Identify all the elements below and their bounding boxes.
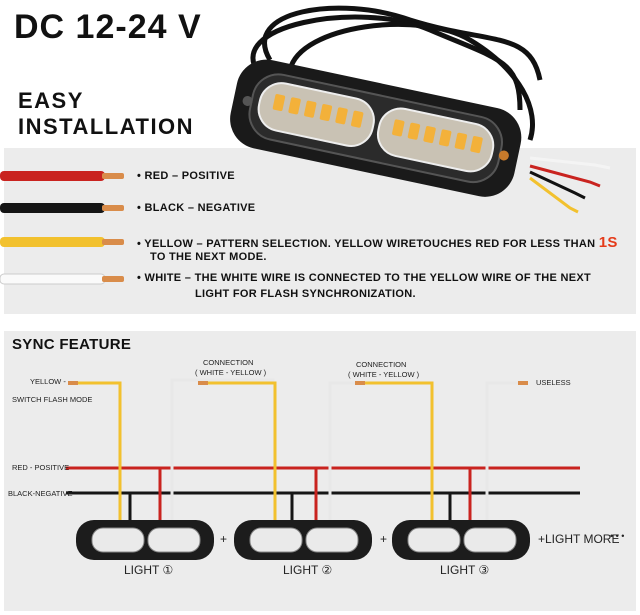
connection-sub-1: ( WHITE - YELLOW ) <box>195 368 267 377</box>
connection-label-2: CONNECTION <box>356 360 407 369</box>
connection-sub-2: ( WHITE - YELLOW ) <box>348 370 420 379</box>
black-wire-icon <box>0 203 105 213</box>
wire-white-cont: LIGHT FOR FLASH SYNCHRONIZATION. <box>195 288 416 300</box>
plus-sign-2: + <box>380 532 388 546</box>
yellow-label: YELLOW - <box>30 377 66 386</box>
connection-label-1: CONNECTION <box>203 358 254 367</box>
accent-1s: 1S <box>598 234 618 251</box>
switch-flash-label: SWITCH FLASH MODE <box>12 395 93 404</box>
wire-black-label: • BLACK – NEGATIVE <box>137 202 256 214</box>
useless-label: USELESS <box>536 378 571 387</box>
wire-yellow-label: • YELLOW – PATTERN SELECTION. YELLOW WIR… <box>137 234 627 251</box>
wire-yellow-cont: TO THE NEXT MODE. <box>150 251 267 263</box>
wire-yellow-text: • YELLOW – PATTERN SELECTION. YELLOW WIR… <box>137 238 596 250</box>
installation-heading-line2: INSTALLATION <box>18 114 195 139</box>
installation-heading-line1: EASY <box>18 88 84 113</box>
black-negative-label: BLACK-NEGATIVE <box>8 489 73 498</box>
wire-samples <box>0 171 124 285</box>
light-3-label: LIGHT ③ <box>440 563 490 577</box>
red-wire-icon <box>0 171 105 181</box>
light-bar-product-image <box>230 5 611 214</box>
yellow-wire-icon <box>0 237 105 247</box>
sync-panel <box>4 331 636 611</box>
wire-red-label: • RED – POSITIVE <box>137 170 235 182</box>
light-1-icon <box>76 520 214 560</box>
voltage-title: DC 12-24 V <box>14 8 202 46</box>
light-more-label: +LIGHT MORE <box>538 532 620 546</box>
light-3-icon <box>392 520 530 560</box>
light-1-label: LIGHT ① <box>124 563 174 577</box>
plus-sign-1: + <box>220 532 228 546</box>
wire-white-label: • WHITE – THE WHITE WIRE IS CONNECTED TO… <box>137 272 592 284</box>
ellipsis-dots: • • • <box>610 531 625 541</box>
red-positive-label: RED - POSITIVE <box>12 463 70 472</box>
light-2-label: LIGHT ② <box>283 563 333 577</box>
installation-heading: EASY INSTALLATION <box>18 88 194 140</box>
sync-title: SYNC FEATURE <box>12 336 132 353</box>
light-2-icon <box>234 520 372 560</box>
